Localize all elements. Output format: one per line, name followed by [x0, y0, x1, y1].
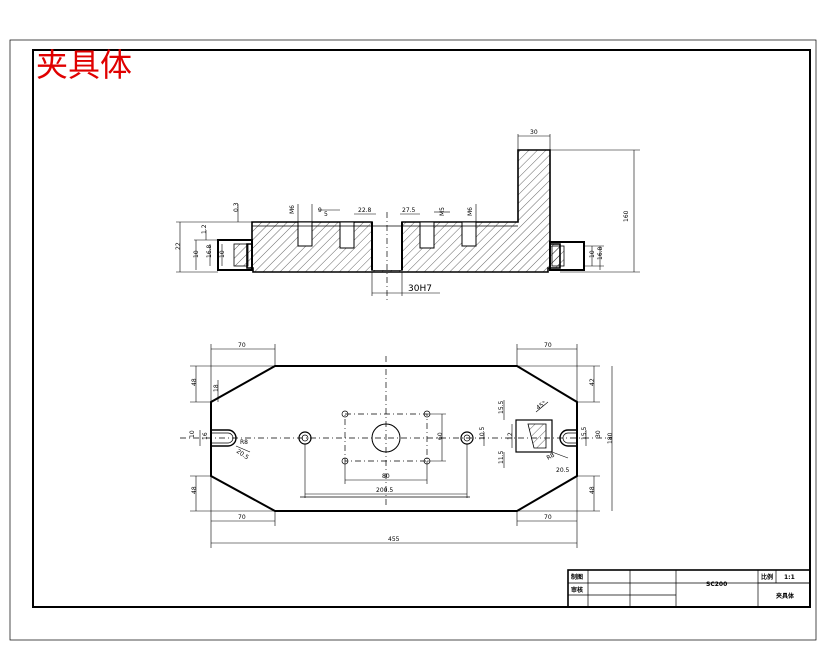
svg-text:70: 70	[238, 342, 246, 349]
inner-rect	[344, 413, 428, 462]
checked-label: 审核	[571, 586, 583, 594]
svg-text:10.5: 10.5	[479, 426, 486, 440]
svg-text:10: 10	[189, 430, 196, 438]
svg-text:15.5: 15.5	[498, 400, 505, 414]
svg-text:M6: M6	[467, 207, 474, 216]
part-name: 夹具体	[776, 592, 795, 600]
right-u-slot	[559, 429, 577, 447]
svg-text:0.3: 0.3	[233, 202, 240, 212]
svg-text:30: 30	[530, 129, 538, 136]
svg-text:10: 10	[219, 250, 226, 258]
svg-text:20.5: 20.5	[235, 448, 250, 462]
svg-text:11.5: 11.5	[498, 450, 505, 464]
svg-text:5: 5	[324, 211, 328, 218]
drawn-label: 制图	[571, 573, 583, 581]
front-view: 160 30 30H7 22 10 16.8 10 1.2	[175, 129, 640, 300]
school-code: SC200	[706, 581, 727, 588]
svg-text:48: 48	[589, 486, 596, 494]
svg-text:48: 48	[191, 378, 198, 386]
svg-text:70: 70	[544, 514, 552, 521]
left-u-slot	[211, 429, 237, 447]
front-right-lug	[549, 241, 585, 271]
scale-value: 1:1	[784, 574, 795, 581]
svg-text:M5: M5	[439, 207, 446, 216]
scale-label: 比例	[761, 573, 773, 581]
svg-text:R8: R8	[240, 439, 248, 446]
svg-text:16.8: 16.8	[597, 246, 604, 260]
svg-text:180: 180	[607, 432, 614, 444]
front-tapped-holes	[297, 221, 477, 249]
svg-text:455: 455	[388, 536, 400, 543]
svg-text:48: 48	[191, 486, 198, 494]
svg-text:70: 70	[238, 514, 246, 521]
svg-text:1.2: 1.2	[201, 224, 208, 234]
top-dimensions: 455 70 70 70 70 48	[189, 342, 614, 548]
svg-text:10: 10	[589, 250, 596, 258]
svg-text:27.5: 27.5	[402, 207, 416, 214]
front-left-lug	[217, 239, 253, 271]
svg-text:16.8: 16.8	[206, 244, 213, 258]
svg-text:30: 30	[595, 430, 602, 438]
right-notch	[515, 419, 553, 453]
center-bore	[371, 423, 401, 453]
svg-text:12: 12	[507, 432, 514, 440]
svg-text:22: 22	[175, 242, 182, 250]
title-block: 制图 审核 SC200 比例 1:1 夹具体	[567, 569, 811, 608]
svg-text:22.8: 22.8	[358, 207, 372, 214]
top-outline	[210, 365, 578, 512]
svg-text:60: 60	[437, 432, 444, 440]
svg-text:10: 10	[193, 250, 200, 258]
svg-text:R8: R8	[546, 452, 557, 462]
svg-text:160: 160	[623, 210, 630, 222]
svg-text:200.5: 200.5	[376, 487, 393, 494]
svg-text:9: 9	[318, 207, 322, 214]
svg-text:18: 18	[213, 384, 220, 392]
svg-text:20.5: 20.5	[556, 467, 570, 474]
svg-text:45°: 45°	[535, 400, 548, 412]
top-view: 455 70 70 70 70 48	[180, 342, 614, 548]
svg-text:M6: M6	[289, 205, 296, 214]
svg-text:80: 80	[382, 473, 390, 480]
svg-text:30H7: 30H7	[408, 284, 432, 294]
svg-text:15.5: 15.5	[581, 426, 588, 440]
svg-text:16: 16	[202, 432, 209, 440]
inner-border	[32, 49, 811, 608]
outer-frame	[9, 39, 817, 641]
svg-text:70: 70	[544, 342, 552, 349]
title-stamp: 夹具体	[36, 46, 132, 84]
front-dimensions: 160 30 30H7 22 10 16.8 10 1.2	[175, 129, 640, 296]
svg-text:42: 42	[589, 378, 596, 386]
